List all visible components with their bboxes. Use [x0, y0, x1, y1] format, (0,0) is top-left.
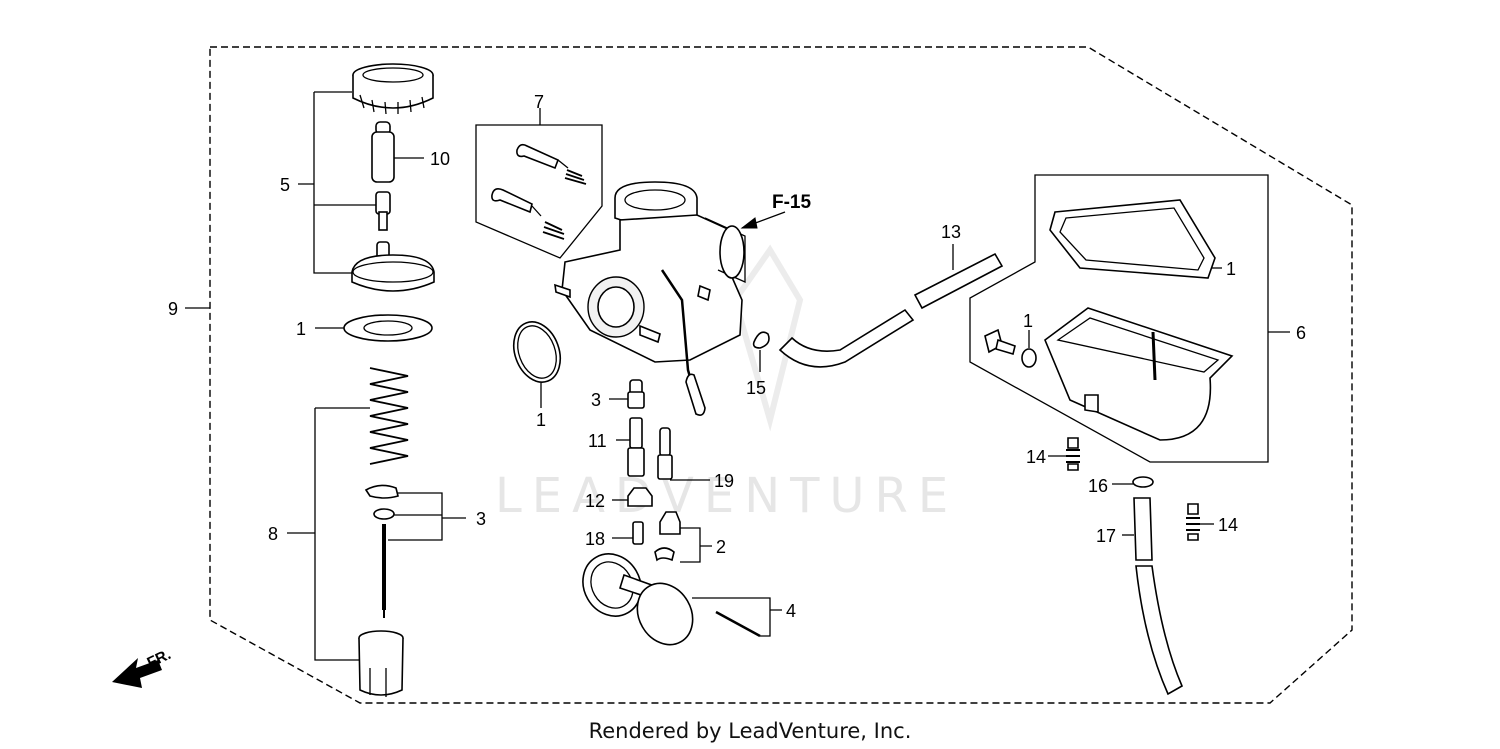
part-16-clip	[1112, 476, 1154, 488]
leader-lines-left	[185, 91, 466, 661]
part-1-diaphragm-washer	[343, 314, 433, 342]
part-11-needle-jet	[616, 417, 645, 477]
part-6-group-box	[969, 174, 1269, 463]
callout-10: 10	[430, 149, 450, 169]
callout-4: 4	[786, 601, 796, 621]
callout-19: 19	[714, 471, 734, 491]
float-chamber	[1044, 307, 1234, 441]
throttle-valve	[358, 630, 404, 697]
front-label: FR.	[145, 646, 174, 672]
spring	[369, 367, 409, 465]
callout-17: 17	[1096, 526, 1116, 546]
callout-13: 13	[941, 222, 961, 242]
part-15-clip	[752, 331, 770, 372]
callout-8: 8	[268, 524, 278, 544]
part-17-hose	[1122, 497, 1184, 696]
assembly-boundary	[209, 46, 1353, 704]
callout-16: 16	[1088, 476, 1108, 496]
callout-18: 18	[585, 529, 605, 549]
callout-9: 9	[168, 299, 178, 319]
callout-5: 5	[280, 175, 290, 195]
part-3-jet	[609, 379, 645, 409]
reference-f15: F-15	[740, 192, 812, 229]
credit-text: Rendered by LeadVenture, Inc.	[589, 719, 912, 743]
part-1-washer	[1021, 330, 1037, 368]
part-14-bolt-b	[1186, 503, 1214, 541]
part-10-spring-seat	[371, 121, 395, 183]
part-12-jet-holder	[612, 487, 653, 507]
part-19-slow-jet	[657, 427, 710, 481]
callout-11: 11	[588, 431, 607, 451]
callout-14-b: 14	[1218, 515, 1238, 535]
callout-1-washer: 1	[1023, 311, 1033, 331]
part-18-jet	[612, 521, 644, 545]
drain-screw	[984, 328, 1016, 356]
top-cap	[351, 241, 435, 292]
part-13-tube	[778, 244, 1004, 368]
top-ring-cap	[352, 63, 434, 115]
watermark-text: LEADVENTURE	[495, 468, 958, 524]
callout-1-diaphragm: 1	[296, 319, 306, 339]
callout-15: 15	[746, 378, 766, 398]
callout-3-clip: 3	[476, 509, 486, 529]
pilot-screws	[491, 143, 587, 240]
callout-7: 7	[534, 92, 544, 112]
part-14-bolt-a	[1048, 437, 1080, 471]
part-1-chamber-gasket	[1049, 199, 1222, 279]
part-1-o-ring	[512, 321, 562, 408]
callout-12: 12	[585, 491, 605, 511]
part-7-group-box	[475, 124, 603, 259]
callout-1-gasket: 1	[1226, 259, 1236, 279]
callout-numbers: 9 5 10 1 8 3 7 1 3 11 19 12 18 2 4 15 13…	[168, 92, 1306, 621]
needle-holder	[375, 191, 391, 231]
watermark: LEADVENTURE	[495, 244, 958, 524]
callout-3-jet: 3	[591, 390, 601, 410]
part-4-float	[582, 553, 782, 646]
callout-14-a: 14	[1026, 447, 1046, 467]
carburetor-body	[554, 181, 746, 416]
callout-2: 2	[716, 537, 726, 557]
front-direction-arrow: FR.	[112, 646, 174, 688]
needle-clip-parts	[364, 484, 399, 520]
callout-1-o-ring: 1	[536, 410, 546, 430]
reference-label: F-15	[772, 192, 812, 213]
part-2-float-valve	[654, 511, 712, 563]
callout-6: 6	[1296, 323, 1306, 343]
